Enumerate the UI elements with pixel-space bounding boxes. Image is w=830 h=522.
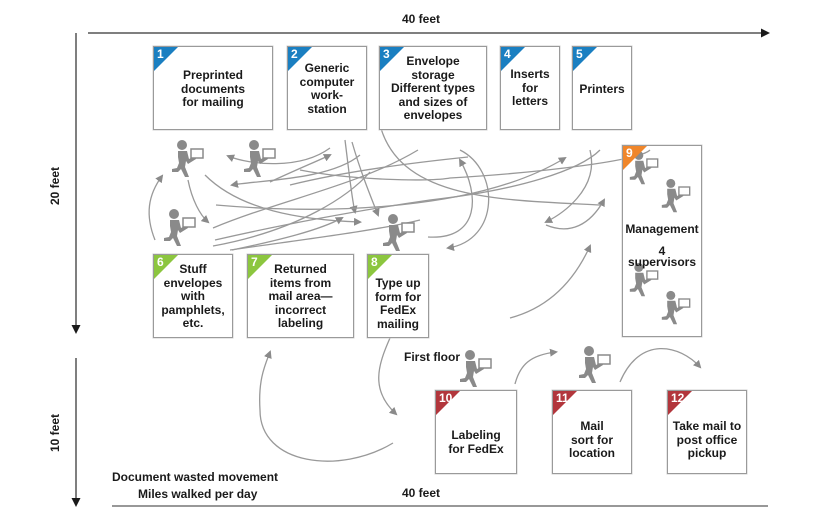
station-number: 5 (576, 47, 583, 61)
station-label: Printers (579, 82, 625, 96)
station-number: 6 (157, 255, 164, 269)
station-2-badge (288, 47, 312, 71)
station-5-badge (573, 47, 597, 71)
top-width-label: 40 feet (402, 12, 441, 26)
station-3-badge (380, 47, 404, 71)
station-number: 9 (626, 146, 633, 160)
upper-height-label: 20 feet (48, 166, 62, 205)
station-number: 11 (556, 391, 569, 405)
station-5: 5 Printers (572, 46, 632, 130)
station-number: 12 (671, 391, 685, 405)
station-label: Labeling for FedEx (448, 428, 504, 456)
lower-height-label: 10 feet (48, 413, 62, 452)
station-label: Generic computer work- station (299, 61, 355, 116)
worker-icon (459, 349, 492, 388)
station-7: 7 Returned items from mail area— incorre… (247, 254, 354, 338)
station-label: Take mail to post office pickup (672, 419, 742, 460)
movement-arrows (148, 124, 702, 462)
station-number: 4 (504, 47, 511, 61)
station-1-badge (154, 47, 178, 71)
worker-icon (171, 139, 204, 178)
station-10: 10 Labeling for FedEx (435, 390, 517, 474)
station-11: 11 Mail sort for location (552, 390, 632, 474)
station-number: 10 (439, 391, 453, 405)
station-8: 8 Type up form for FedEx mailing (367, 254, 429, 338)
station-12: 12 Take mail to post office pickup (667, 390, 747, 474)
worker-icon (382, 213, 415, 252)
station-number: 3 (383, 47, 390, 61)
station-11-badge (553, 391, 577, 415)
station-number: 1 (157, 47, 164, 61)
station-2: 2 Generic computer work- station (287, 46, 367, 130)
station-label: Management 4 supervisors (625, 222, 699, 269)
station-number: 8 (371, 255, 378, 269)
station-label: Type up form for FedEx mailing (375, 276, 421, 331)
station-6: 6 Stuff envelopes with pamphlets, etc. (153, 254, 233, 338)
station-label: Stuff envelopes with pamphlets, etc. (161, 262, 225, 330)
station-label: Preprinted documents for mailing (180, 68, 245, 109)
station-number: 2 (291, 47, 298, 61)
station-12-badge (668, 391, 692, 415)
station-9-badge (623, 146, 647, 170)
bottom-width-label: 40 feet (402, 486, 441, 500)
worker-icon (163, 208, 196, 247)
station-8-badge (368, 255, 392, 279)
station-4-badge (501, 47, 525, 71)
wasted-movement-note: Document wasted movement (112, 470, 279, 484)
worker-icon (243, 139, 276, 178)
station-9: 9 Management 4 supervisors (622, 145, 702, 337)
station-label: Envelope storage Different types and siz… (390, 54, 476, 122)
worker-icon (578, 345, 611, 384)
station-label: Mail sort for location (568, 419, 615, 460)
station-3: 3 Envelope storage Different types and s… (379, 46, 487, 130)
station-label: Inserts for letters (510, 67, 550, 108)
station-4: 4 Inserts for letters (500, 46, 560, 130)
station-label: Returned items from mail area— incorrect… (268, 262, 333, 330)
station-1: 1 Preprinted documents for mailing (153, 46, 273, 130)
miles-walked-note: Miles walked per day (138, 487, 258, 501)
station-number: 7 (251, 255, 258, 269)
station-7-badge (248, 255, 272, 279)
station-10-badge (436, 391, 460, 415)
station-6-badge (154, 255, 178, 279)
first-floor-label: First floor (404, 350, 460, 364)
